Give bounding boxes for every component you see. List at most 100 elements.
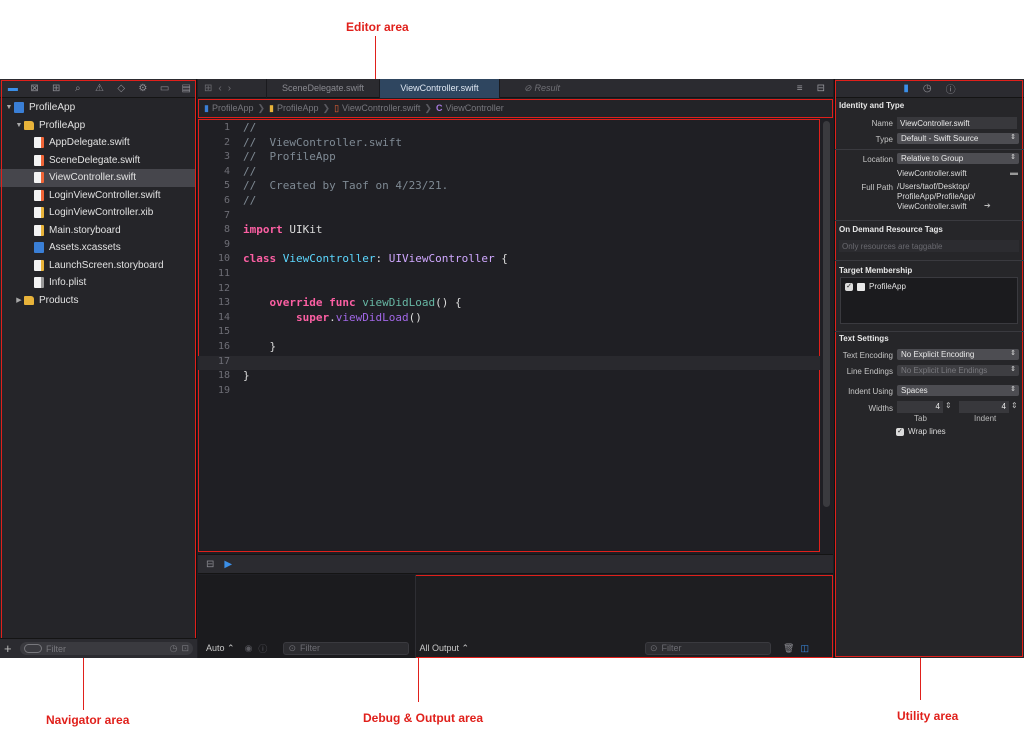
code-token: } — [243, 340, 277, 353]
encoding-popup[interactable]: No Explicit Encoding⇕ — [897, 349, 1019, 360]
tree-item[interactable]: LoginViewController.swift — [0, 187, 196, 205]
line-number: 16 — [217, 341, 230, 352]
wrap-lines-checkbox[interactable]: ✓ — [896, 427, 904, 436]
recent-files-icon[interactable]: ◷ — [169, 643, 178, 653]
report-navigator-icon[interactable]: ▤ — [181, 82, 191, 94]
add-icon[interactable]: + — [4, 641, 12, 656]
tab-view-controller[interactable]: ViewController.swift — [379, 79, 499, 98]
code-token: ViewController — [282, 252, 376, 266]
location-popup[interactable]: Relative to Group⇕ — [897, 153, 1019, 164]
quick-look-icon[interactable]: ◉ — [244, 642, 253, 653]
debug-navigator-icon[interactable]: ⚙ — [138, 82, 148, 94]
code-line[interactable]: // — [243, 165, 256, 178]
scm-filter-icon[interactable]: ⊡ — [181, 643, 189, 653]
code-line[interactable]: } — [243, 340, 276, 353]
tree-item[interactable]: LoginViewController.xib — [0, 204, 196, 222]
tree-item[interactable]: ViewController.swift — [0, 169, 196, 187]
history-inspector-icon[interactable]: ◷ — [922, 82, 932, 94]
name-field[interactable]: ViewController.swift — [897, 117, 1017, 129]
tree-item[interactable]: Main.storyboard — [0, 222, 196, 240]
assets-file-icon — [34, 242, 44, 254]
navigator-toolbar: ▬ ⊠ ⊞ ⌕ ⚠ ◇ ⚙ ▭ ▤ — [0, 79, 196, 98]
find-navigator-icon[interactable]: ⌕ — [75, 82, 81, 94]
indent-using-popup[interactable]: Spaces⇕ — [897, 385, 1019, 396]
code-token: // ProfileApp — [243, 150, 336, 164]
output-selector[interactable]: All Output ⌃ — [419, 642, 469, 653]
split-editor-icon[interactable]: ⊟ — [816, 82, 825, 94]
navigator-filter-input[interactable]: Filter ◷ ⊡ — [20, 642, 193, 655]
tree-item[interactable]: Assets.xcassets — [0, 239, 196, 257]
back-icon[interactable]: ‹ — [218, 82, 222, 94]
target-checkbox[interactable]: ✓ — [845, 282, 853, 291]
filter-options-icon[interactable] — [24, 644, 42, 653]
editor-scrollbar[interactable] — [823, 121, 830, 507]
quick-help-icon[interactable]: ⓘ — [945, 84, 956, 96]
code-token — [243, 311, 296, 324]
tree-item-label: Assets.xcassets — [49, 242, 121, 254]
code-line[interactable]: import UIKit — [243, 223, 323, 236]
target-row[interactable]: ✓ ProfileApp — [845, 282, 906, 291]
tree-item[interactable]: ▶Products — [0, 292, 196, 310]
test-navigator-icon[interactable]: ◇ — [117, 82, 126, 94]
code-line[interactable]: super.viewDidLoad() — [243, 311, 422, 324]
encoding-value: No Explicit Encoding — [901, 350, 975, 359]
tree-item[interactable]: ▼ProfileApp — [0, 99, 196, 117]
auto-selector[interactable]: Auto ⌃ — [206, 642, 235, 653]
disclosure-triangle-icon[interactable]: ▼ — [5, 104, 13, 112]
jump-file[interactable]: ViewController.swift — [342, 103, 421, 113]
issue-navigator-icon[interactable]: ⚠ — [95, 82, 104, 94]
source-control-icon[interactable]: ⊠ — [30, 82, 39, 94]
code-line[interactable]: // ViewController.swift — [243, 136, 402, 149]
editor-options-icon[interactable]: ≡ — [796, 82, 803, 94]
code-line[interactable]: // Created by Taof on 4/23/21. — [243, 179, 448, 192]
console-filter-input[interactable]: ⊙ Filter — [645, 641, 771, 655]
code-line[interactable]: // — [243, 121, 256, 134]
project-navigator-icon[interactable]: ▬ — [7, 82, 18, 94]
code-line[interactable]: class ViewController: UIViewController { — [243, 252, 508, 265]
tree-item[interactable]: SceneDelegate.swift — [0, 152, 196, 170]
tab-result[interactable]: ⊘ Result — [499, 79, 584, 98]
folder-icon[interactable]: ▬ — [1010, 168, 1018, 177]
symbol-navigator-icon[interactable]: ⊞ — [51, 82, 61, 94]
location-file: ViewController.swift — [897, 169, 967, 178]
jump-folder[interactable]: ProfileApp — [276, 103, 319, 113]
tab-scene-delegate[interactable]: SceneDelegate.swift — [266, 79, 379, 98]
breakpoints-toggle-icon[interactable]: ▶ — [224, 558, 233, 570]
tree-item[interactable]: AppDelegate.swift — [0, 134, 196, 152]
indent-width-stepper-icon[interactable]: ⇕ — [1011, 401, 1018, 410]
type-popup[interactable]: Default - Swift Source⇕ — [897, 133, 1019, 144]
code-token: { — [494, 252, 508, 266]
code-line[interactable]: // ProfileApp — [243, 150, 336, 163]
tree-item[interactable]: Info.plist — [0, 274, 196, 292]
editor-tab-bar: ⊞ ‹ › SceneDelegate.swift ViewController… — [198, 79, 833, 98]
disclosure-triangle-icon[interactable]: ▼ — [15, 121, 23, 129]
tab-width-field[interactable]: 4 — [897, 401, 943, 413]
code-line[interactable]: override func viewDidLoad() { — [243, 296, 462, 309]
tab-width-stepper-icon[interactable]: ⇕ — [945, 401, 952, 410]
jump-symbol[interactable]: ViewController — [445, 103, 504, 113]
reveal-arrow-icon[interactable]: ➔ — [984, 201, 991, 210]
split-view-icon[interactable]: ◫ — [800, 642, 809, 653]
tree-item-label: Main.storyboard — [49, 224, 121, 236]
tree-item[interactable]: ▼ProfileApp — [0, 117, 196, 135]
info-icon[interactable]: ⓘ — [258, 643, 268, 654]
hide-debug-area-icon[interactable]: ⊟ — [206, 558, 215, 570]
jump-project[interactable]: ProfileApp — [211, 103, 254, 113]
breakpoint-navigator-icon[interactable]: ▭ — [159, 82, 170, 94]
related-items-icon[interactable]: ⊞ — [204, 82, 213, 94]
code-line[interactable]: } — [243, 369, 250, 382]
indent-width-field[interactable]: 4 — [959, 401, 1009, 413]
odr-tags-field[interactable]: Only resources are taggable — [839, 240, 1019, 252]
line-endings-popup[interactable]: No Explicit Line Endings⇕ — [897, 365, 1019, 376]
wrap-lines-row[interactable]: ✓ Wrap lines — [896, 427, 946, 436]
disclosure-triangle-icon[interactable]: ▶ — [16, 297, 22, 305]
forward-icon[interactable]: › — [227, 82, 232, 94]
code-line[interactable]: // — [243, 194, 256, 207]
tree-item[interactable]: LaunchScreen.storyboard — [0, 257, 196, 275]
line-number: 1 — [223, 122, 230, 133]
variables-filter-input[interactable]: ⊙ Filter — [283, 641, 410, 655]
file-inspector-icon[interactable]: ▮ — [903, 82, 909, 94]
code-token — [243, 296, 270, 309]
trash-icon[interactable]: 🗑 — [783, 642, 795, 653]
